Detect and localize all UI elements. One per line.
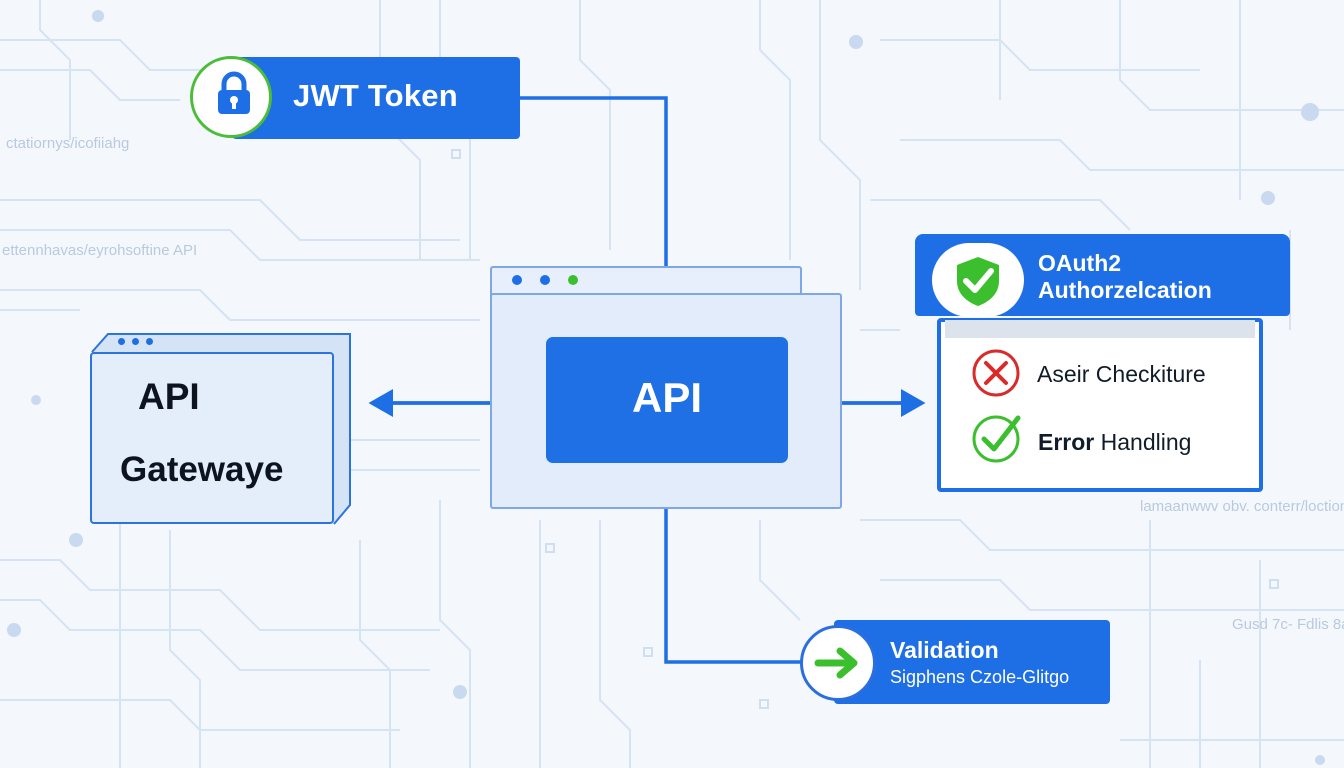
oauth-item-label: Aseir Checkiture xyxy=(1037,361,1206,387)
api-gateway-box xyxy=(90,352,334,524)
validation-badge xyxy=(834,620,1110,704)
background-text-2: ettennhavas/eyrohsoftine API xyxy=(2,242,198,259)
background-text-1: ctatiornys/icofiiahg xyxy=(6,135,130,152)
window-dot-green xyxy=(568,275,578,285)
background-text-4: Gusd 7c- Fdlis 8a xyxy=(1232,616,1344,633)
check-icon xyxy=(972,415,1021,463)
oauth-item-label-bold: Error xyxy=(1038,429,1095,455)
gateway-title-line2: Gatewaye xyxy=(120,450,284,489)
oauth-title-line1: OAuth2 xyxy=(1038,250,1122,276)
api-label: API xyxy=(631,374,702,421)
api-core-box xyxy=(546,337,788,463)
oauth-panel xyxy=(937,318,1263,492)
validation-title: Validation xyxy=(890,637,999,663)
window-dot xyxy=(132,338,139,345)
jwt-token-label: JWT Token xyxy=(293,78,458,113)
window-dot xyxy=(118,338,125,345)
oauth-title-line2: Authorzelcation xyxy=(1038,277,1212,303)
window-dot-blue xyxy=(512,275,522,285)
oauth-item-label-rest: Handling xyxy=(1094,429,1192,455)
background-text-3: lamaanwwv obv. conterr/loctiongex xyxy=(1140,498,1344,515)
lock-icon xyxy=(218,71,250,114)
cross-icon xyxy=(972,349,1020,397)
arrow-right-icon xyxy=(814,647,858,679)
oauth-item-label: Error Handling xyxy=(1038,429,1191,456)
window-dot xyxy=(146,338,153,345)
validation-subtitle: Sigphens Czole-Glitgo xyxy=(890,667,1070,687)
shield-check-icon xyxy=(957,257,999,306)
jwt-token-badge xyxy=(232,57,520,139)
window-dot-blue xyxy=(540,275,550,285)
oauth-panel-strip xyxy=(945,320,1255,338)
gateway-title-line1: API xyxy=(138,376,200,417)
